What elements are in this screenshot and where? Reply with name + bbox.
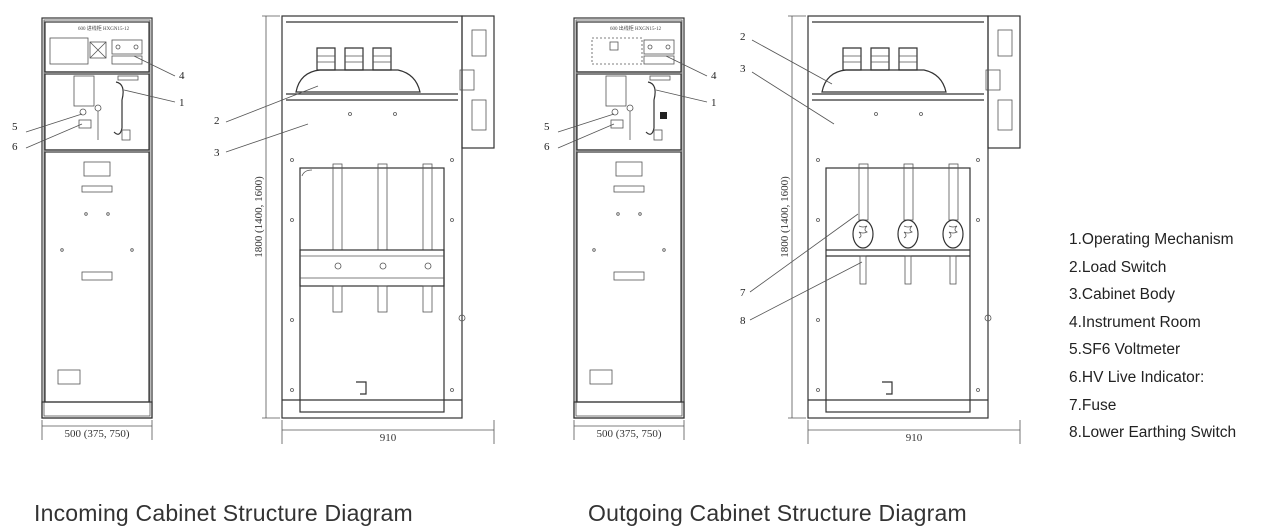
svg-text:600 进线柜 HXGN15-12: 600 进线柜 HXGN15-12	[78, 25, 130, 32]
legend-item: 3.Cabinet Body	[1069, 286, 1175, 304]
outgoing-callout-3: 3	[740, 63, 746, 75]
outgoing-callout-1: 1	[711, 97, 717, 109]
legend-item: 2.Load Switch	[1069, 258, 1167, 276]
outgoing-side-view: 1800 (1400, 1600) 910	[749, 15, 1021, 444]
incoming-height-label: 1800 (1400, 1600)	[253, 176, 265, 258]
incoming-callout-6: 6	[12, 141, 18, 153]
legend-item: 1.Operating Mechanism	[1069, 231, 1234, 248]
outgoing-callout-5: 5	[544, 121, 550, 133]
outgoing-callout-4: 4	[711, 70, 717, 82]
outgoing-front-view: 600 出线柜 HXGN15-12 500 (375, 750)	[557, 17, 708, 440]
outgoing-side-width-label: 910	[906, 432, 923, 444]
incoming-callout-3: 3	[214, 147, 220, 159]
legend-item: 4.Instrument Room	[1069, 313, 1201, 331]
outgoing-height-label: 1800 (1400, 1600)	[779, 176, 791, 258]
outgoing-front-width-label: 500 (375, 750)	[596, 428, 661, 440]
outgoing-callout-6: 6	[544, 141, 550, 153]
outgoing-callout-8: 8	[740, 315, 746, 327]
incoming-front-width-label: 500 (375, 750)	[64, 428, 129, 440]
incoming-caption: Incoming Cabinet Structure Diagram	[34, 500, 413, 526]
incoming-callout-2: 2	[214, 115, 220, 127]
incoming-callout-4: 4	[179, 70, 185, 82]
outgoing-caption: Outgoing Cabinet Structure Diagram	[588, 500, 967, 526]
incoming-side-width-label: 910	[380, 432, 397, 444]
incoming-side-view: 1800 (1400, 1600) 910	[225, 15, 495, 444]
svg-text:600 出线柜 HXGN15-12: 600 出线柜 HXGN15-12	[610, 25, 662, 32]
legend: 1.Operating Mechanism 2.Load Switch 3.Ca…	[1069, 226, 1236, 447]
legend-item: 6.HV Live Indicator:	[1069, 368, 1205, 386]
outgoing-callout-2: 2	[740, 31, 746, 43]
legend-item: 5.SF6 Voltmeter	[1069, 341, 1181, 359]
incoming-callout-1: 1	[179, 97, 185, 109]
incoming-front-view: 600 进线柜 HXGN15-12 500 (375, 750)	[25, 17, 176, 440]
outgoing-callout-7: 7	[740, 287, 746, 299]
legend-item: 8.Lower Earthing Switch	[1069, 424, 1237, 442]
legend-item: 7.Fuse	[1069, 396, 1117, 414]
incoming-callout-5: 5	[12, 121, 18, 133]
